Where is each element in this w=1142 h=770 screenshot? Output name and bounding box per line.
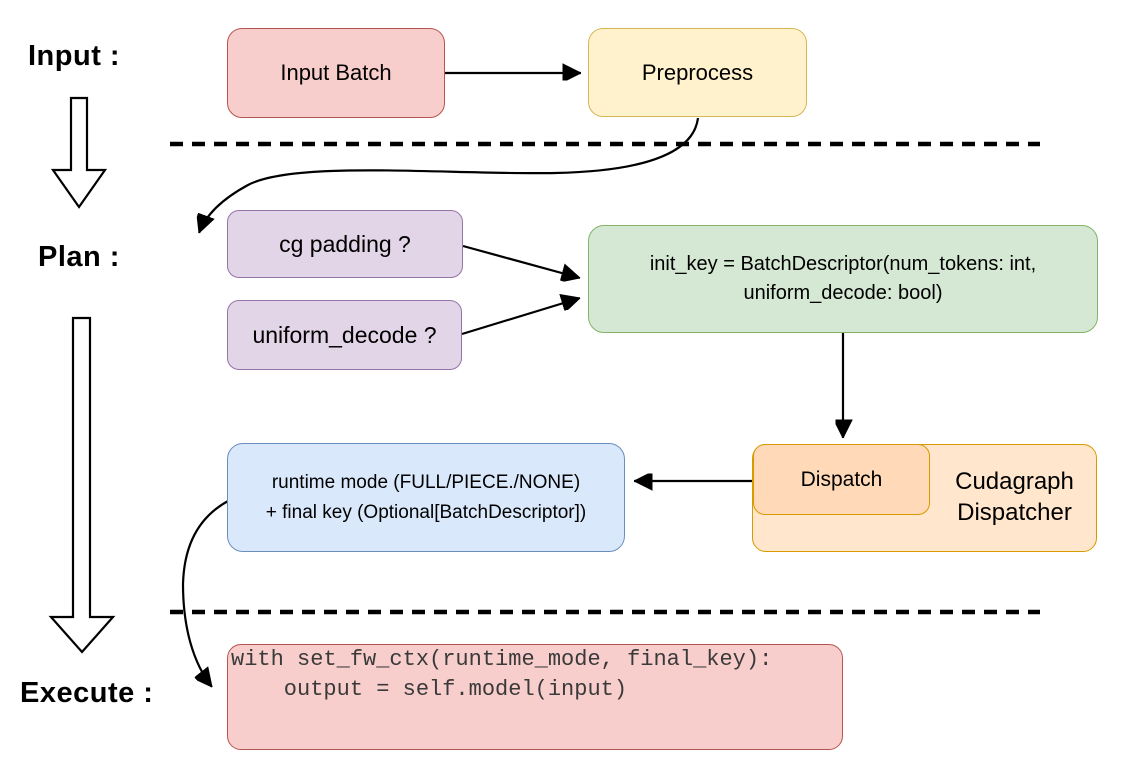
node-runtime-mode-line2: + final key (Optional[BatchDescriptor]) [265, 501, 587, 523]
node-init-key-line2: uniform_decode: bool) [743, 282, 943, 304]
node-cudagraph-dispatcher-line1: Cudagraph [955, 468, 1074, 495]
node-runtime-mode: runtime mode (FULL/PIECE./NONE) + final … [227, 443, 625, 552]
node-preprocess: Preprocess [588, 28, 807, 117]
node-dispatch: Dispatch [753, 444, 930, 515]
node-cg-padding-label: cg padding ? [279, 230, 411, 257]
hollow-arrow-plan-to-execute-icon [48, 316, 116, 654]
node-preprocess-label: Preprocess [641, 59, 754, 85]
node-input-batch-label: Input Batch [280, 60, 392, 85]
node-uniform-decode-label: uniform_decode ? [252, 321, 437, 348]
node-runtime-mode-line1: runtime mode (FULL/PIECE./NONE) [271, 471, 581, 493]
node-input-batch: Input Batch [227, 28, 445, 118]
arrow-uniformdecode-to-initkey [461, 298, 580, 336]
stage-label-execute: Execute : [20, 677, 154, 709]
node-cg-padding: cg padding ? [227, 210, 463, 278]
arrow-preprocess-to-cgpadding [199, 117, 700, 233]
hollow-arrow-input-to-plan-icon [50, 96, 108, 209]
node-execute-code-line2: output = self.model(input) [231, 677, 628, 702]
arrow-cgpadding-to-initkey [462, 244, 580, 278]
node-execute-code: with set_fw_ctx(runtime_mode, final_key)… [227, 644, 843, 750]
node-init-key: init_key = BatchDescriptor(num_tokens: i… [588, 225, 1098, 333]
stage-label-plan: Plan : [38, 241, 120, 273]
node-cudagraph-dispatcher-label: Cudagraph Dispatcher [933, 445, 1096, 549]
stage-label-input: Input : [28, 40, 121, 72]
node-cudagraph-dispatcher-line2: Dispatcher [957, 499, 1072, 526]
node-init-key-line1: init_key = BatchDescriptor(num_tokens: i… [649, 253, 1037, 275]
node-execute-code-line1: with set_fw_ctx(runtime_mode, final_key)… [231, 647, 773, 672]
node-uniform-decode: uniform_decode ? [227, 300, 462, 370]
node-dispatch-label: Dispatch [800, 467, 883, 491]
arrow-runtime-to-executecode [181, 499, 231, 687]
